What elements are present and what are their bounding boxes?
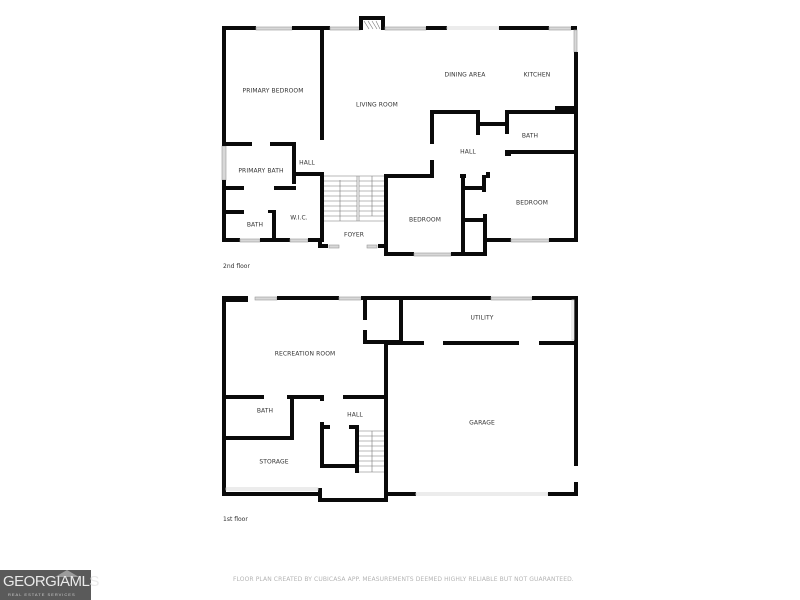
- room-label-living-room: LIVING ROOM: [356, 101, 398, 109]
- disclaimer-text: FLOOR PLAN CREATED BY CUBICASA APP. MEAS…: [233, 576, 574, 583]
- room-label-utility: UTILITY: [470, 314, 494, 322]
- georgia-mls-logo: GEORGIAMLS REAL ESTATE SERVICES: [0, 570, 99, 600]
- room-label-bath-primary: BATH: [246, 221, 264, 229]
- room-label-hall-upper: HALL: [460, 148, 476, 156]
- room-label-wic: W.I.C.: [290, 214, 308, 222]
- room-label-primary-bedroom: PRIMARY BEDROOM: [242, 87, 304, 95]
- logo-sub-text: REAL ESTATE SERVICES: [8, 592, 76, 597]
- first-floor-walls: [222, 296, 578, 502]
- room-label-recreation-room: RECREATION ROOM: [274, 350, 336, 358]
- room-label-foyer: FOYER: [344, 231, 364, 239]
- room-label-bath-lower: BATH: [256, 407, 274, 415]
- room-label-bath-upper: BATH: [521, 132, 539, 140]
- room-label-bedroom-right: BEDROOM: [515, 199, 549, 207]
- room-label-garage: GARAGE: [469, 419, 495, 427]
- room-label-primary-bath: PRIMARY BATH: [238, 167, 284, 175]
- room-label-bedroom-middle: BEDROOM: [408, 216, 442, 224]
- floor-label-second: 2nd floor: [223, 263, 250, 270]
- room-label-dining-area: DINING AREA: [444, 71, 486, 79]
- roof-icon: [55, 570, 79, 577]
- logo-main-text: GEORGIAMLS: [3, 573, 99, 590]
- room-label-hall-primary: HALL: [299, 159, 315, 167]
- floor-label-first: 1st floor: [223, 516, 248, 523]
- room-label-storage: STORAGE: [259, 458, 289, 466]
- second-floor-walls: [221, 16, 578, 257]
- room-label-kitchen: KITCHEN: [523, 71, 551, 79]
- room-label-hall-lower: HALL: [347, 411, 363, 419]
